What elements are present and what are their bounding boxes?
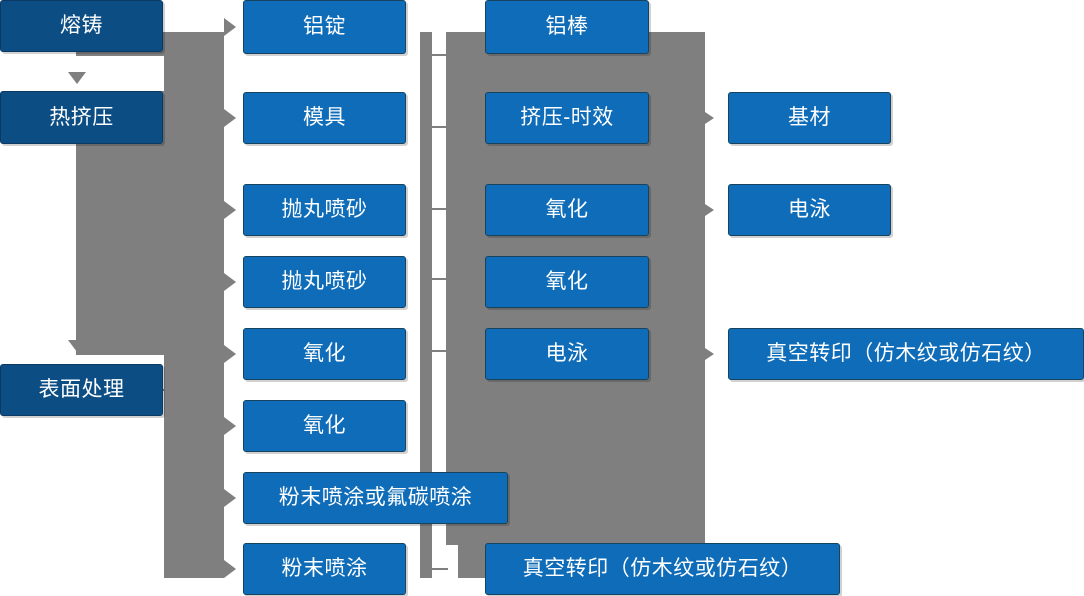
bracket-line-2 <box>430 126 448 128</box>
node-hot-extrusion[interactable]: 热挤压 <box>0 91 163 144</box>
node-aluminum-ingot[interactable]: 铝锭 <box>243 0 406 54</box>
arrow-to-powder-or-fluorocarbon <box>224 489 236 507</box>
node-label: 模具 <box>303 106 346 130</box>
node-label: 氧化 <box>303 342 346 366</box>
node-label: 真空转印（仿木纹或仿石纹） <box>766 342 1046 366</box>
node-label: 基材 <box>788 106 831 130</box>
arrow-to-shot-blasting-1 <box>224 201 236 219</box>
node-label: 铝棒 <box>545 15 589 39</box>
arrow-to-vacuum-transfer <box>705 348 714 360</box>
arrow-to-base-material <box>705 112 714 124</box>
bracket-line-3 <box>430 208 448 210</box>
node-label: 挤压-时效 <box>520 106 614 130</box>
arrow-to-oxidation-1 <box>224 345 236 363</box>
extrusion-to-surface-arrow <box>68 340 86 352</box>
arrow-to-mold <box>224 109 236 127</box>
bracket-line-4 <box>430 278 448 280</box>
node-shot-blasting-1[interactable]: 抛丸喷砂 <box>243 184 406 236</box>
node-label: 氧化 <box>545 270 589 294</box>
mid-bar-left <box>420 32 432 578</box>
node-vacuum-transfer-bottom[interactable]: 真空转印（仿木纹或仿石纹） <box>485 543 840 595</box>
node-aluminum-bar[interactable]: 铝棒 <box>485 0 649 54</box>
mid-bar-right <box>446 32 458 545</box>
node-vacuum-transfer[interactable]: 真空转印（仿木纹或仿石纹） <box>728 328 1084 380</box>
node-label: 抛丸喷砂 <box>281 198 368 222</box>
arrow-to-aluminum-ingot <box>224 18 236 36</box>
node-label: 热挤压 <box>49 105 114 129</box>
arrow-to-powder-coating <box>224 560 236 578</box>
node-powder-coating[interactable]: 粉末喷涂 <box>243 543 406 595</box>
node-oxidation-4[interactable]: 氧化 <box>485 256 649 308</box>
node-mold[interactable]: 模具 <box>243 92 406 144</box>
node-label: 抛丸喷砂 <box>281 270 368 294</box>
node-electrophoresis-2[interactable]: 电泳 <box>728 184 891 236</box>
node-label: 氧化 <box>545 198 589 222</box>
node-label: 粉末喷涂 <box>281 557 368 581</box>
arrow-to-electrophoresis-output <box>705 204 714 216</box>
node-melt-casting[interactable]: 熔铸 <box>0 0 163 52</box>
node-label: 铝锭 <box>303 15 346 39</box>
node-label: 氧化 <box>303 414 346 438</box>
bracket-line-5 <box>430 350 448 352</box>
left-band-notch-top <box>76 56 164 91</box>
node-base-material[interactable]: 基材 <box>728 92 891 144</box>
node-label: 粉末喷涂或氟碳喷涂 <box>278 486 473 510</box>
bracket-line-6 <box>430 568 448 570</box>
bracket-line-1 <box>430 54 448 56</box>
node-label: 电泳 <box>788 198 831 222</box>
node-shot-blasting-2[interactable]: 抛丸喷砂 <box>243 256 406 308</box>
node-surface-treatment[interactable]: 表面处理 <box>0 364 163 416</box>
node-powder-or-fluorocarbon[interactable]: 粉末喷涂或氟碳喷涂 <box>243 472 508 524</box>
arrow-to-oxidation-2 <box>224 417 236 435</box>
node-label: 表面处理 <box>38 378 125 402</box>
node-oxidation-3[interactable]: 氧化 <box>485 184 649 236</box>
node-label: 熔铸 <box>60 14 103 38</box>
node-oxidation-2[interactable]: 氧化 <box>243 400 406 452</box>
node-label: 电泳 <box>545 342 589 366</box>
node-extrusion-aging[interactable]: 挤压-时效 <box>485 92 649 144</box>
node-oxidation-1[interactable]: 氧化 <box>243 328 406 380</box>
arrow-to-shot-blasting-2 <box>224 273 236 291</box>
surface-treatment-connector-line <box>163 389 185 391</box>
node-label: 真空转印（仿木纹或仿石纹） <box>522 557 803 581</box>
left-band-notch-lower <box>76 387 164 578</box>
melt-to-extrusion-arrow <box>68 72 86 84</box>
node-electrophoresis-1[interactable]: 电泳 <box>485 328 649 380</box>
